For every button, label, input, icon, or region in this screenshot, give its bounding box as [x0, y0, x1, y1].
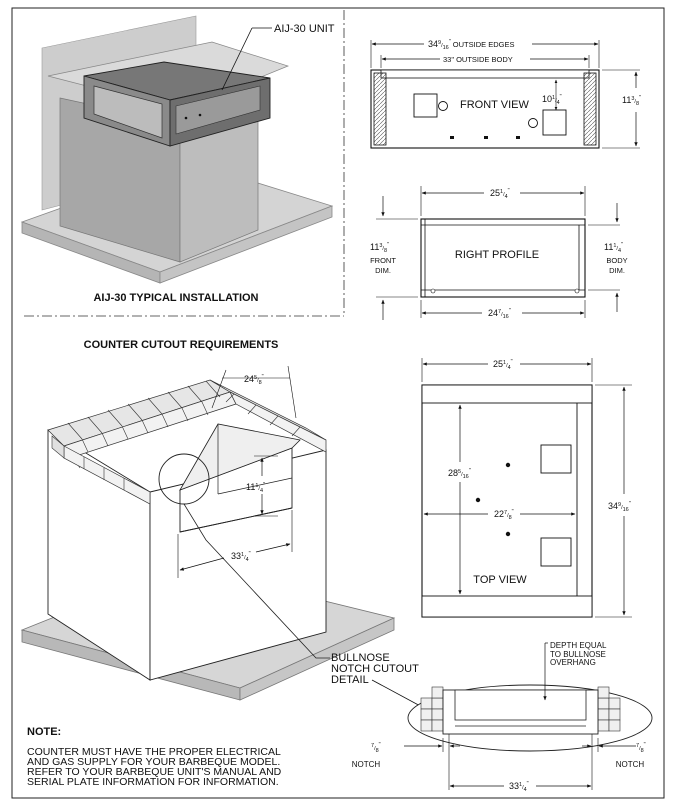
note-line-3: REFER TO YOUR BARBEQUE UNIT'S MANUAL AND	[27, 766, 282, 778]
bullnose-callout-2: NOTCH CUTOUT	[331, 663, 419, 675]
profile-top-dim: 251/4"	[490, 188, 510, 200]
front-view-label: FRONT VIEW	[460, 99, 529, 111]
counter-height-dim: 111/4"	[246, 482, 265, 494]
right-notch-label: NOTCH	[616, 760, 645, 769]
right-profile-drawing	[376, 186, 620, 320]
profile-front-dim-label-1: FRONT	[370, 256, 396, 265]
right-profile-label: RIGHT PROFILE	[455, 249, 539, 261]
note-line-1: COUNTER MUST HAVE THE PROPER ELECTRICAL	[27, 746, 281, 758]
profile-body-dim-label-1: BODY	[606, 256, 627, 265]
top-view-drawing	[421, 358, 632, 618]
counter-heading: COUNTER CUTOUT REQUIREMENTS	[84, 339, 279, 351]
sheet-border	[11, 7, 665, 799]
bullnose-callout-leader	[371, 679, 425, 709]
installation-caption: AIJ-30 TYPICAL INSTALLATION	[93, 292, 258, 304]
counter-depth-dim: 245/8"	[244, 374, 264, 386]
depth-note-3: OVERHANG	[550, 658, 596, 667]
bullnose-callout-3: DETAIL	[331, 674, 369, 686]
profile-front-dim: 113/8"	[370, 242, 389, 254]
top-view-label: TOP VIEW	[473, 574, 527, 586]
top-width-dim: 251/4"	[493, 359, 513, 371]
notch-detail-drawing	[404, 642, 653, 790]
installation-illustration	[20, 15, 334, 284]
front-inner-dim: 101/4"	[542, 94, 562, 106]
profile-bottom-dim: 247/16"	[488, 308, 511, 320]
profile-front-dim-label-2: DIM.	[375, 266, 391, 275]
note-title: NOTE:	[27, 726, 61, 738]
counter-width-dim: 331/4"	[231, 551, 251, 563]
depth-note-2: TO BULLNOSE	[550, 650, 606, 659]
front-view-drawing	[370, 40, 640, 149]
depth-note-1: DEPTH EQUAL	[550, 641, 607, 650]
left-notch-label: NOTCH	[352, 760, 381, 769]
top-inner-dim: 227/8"	[494, 509, 514, 521]
bullnose-callout-1: BULLNOSE	[331, 652, 390, 664]
notch-width-dim: 331/4"	[509, 781, 529, 793]
top-length-dim: 349/16"	[608, 501, 631, 513]
unit-callout-label: AIJ-30 UNIT	[274, 23, 335, 35]
front-outside-body-dim: 33" OUTSIDE BODY	[443, 55, 513, 64]
front-height-dim: 113/8"	[622, 95, 641, 107]
note-line-2: AND GAS SUPPLY FOR YOUR BARBEQUE MODEL.	[27, 756, 280, 768]
right-notch-dim: 7/8"	[636, 742, 646, 754]
counter-cutout-drawing	[20, 365, 396, 701]
left-notch-dim: 7/8"	[371, 742, 381, 754]
profile-body-dim: 111/4"	[604, 242, 623, 254]
front-outside-edges-dim: 349/16" OUTSIDE EDGES	[428, 39, 514, 51]
profile-body-dim-label-2: DIM.	[609, 266, 625, 275]
note-line-4: SERIAL PLATE INFORMATION FOR INFORMATION…	[27, 776, 279, 788]
top-depth-dim: 285/16"	[448, 468, 471, 480]
